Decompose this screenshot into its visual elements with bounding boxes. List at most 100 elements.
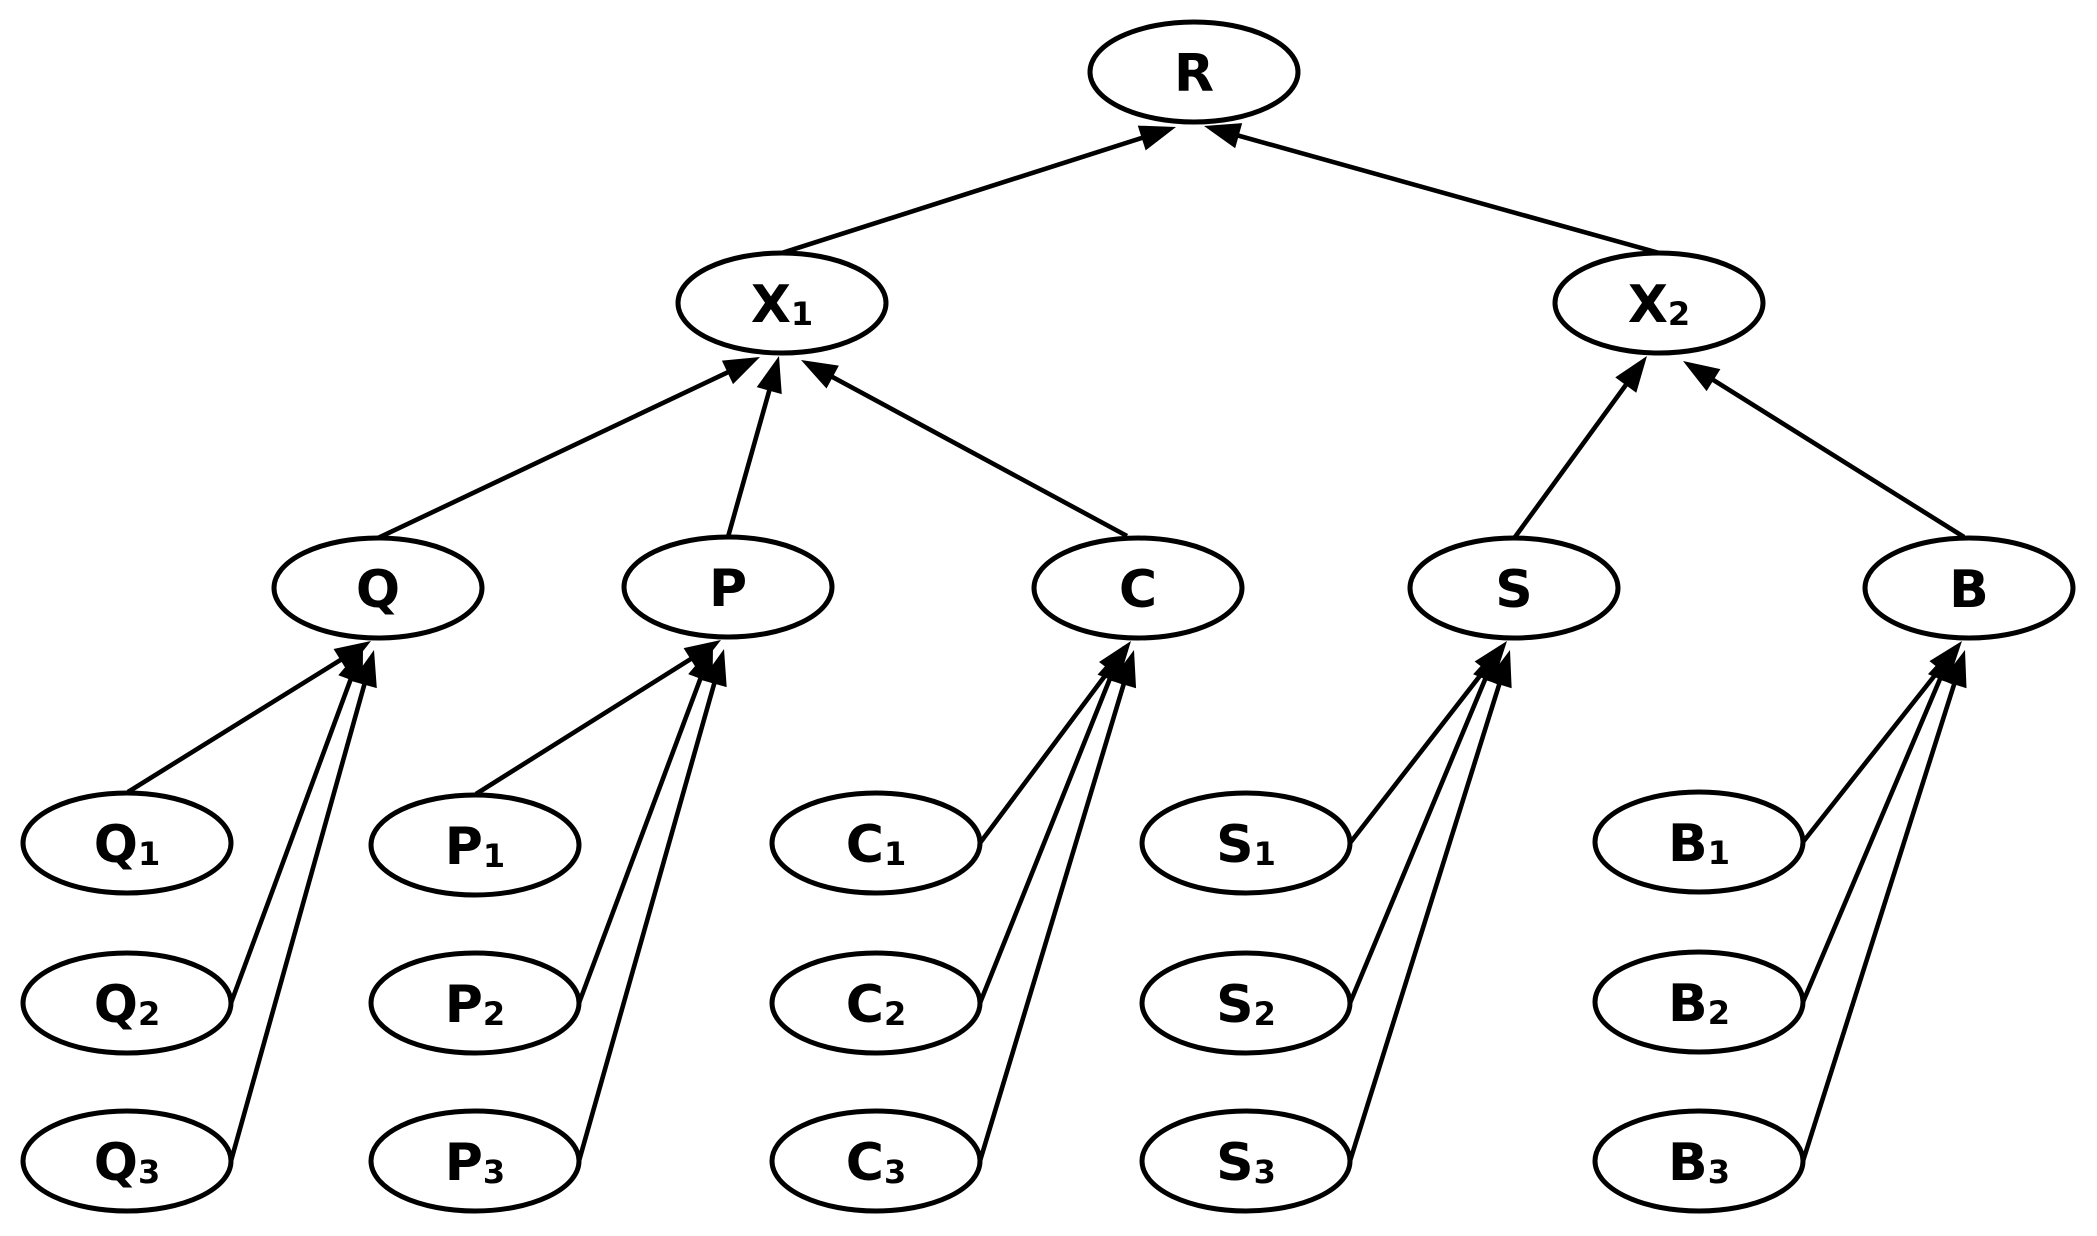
node-ellipse-Q [271, 535, 485, 641]
edge-line-S3-S [1347, 680, 1503, 1162]
node-ellipse-S3 [1139, 1108, 1353, 1214]
node-label-C1: C1 [846, 815, 906, 875]
node-ellipse-C3 [769, 1108, 983, 1214]
node-label-Q3: Q3 [94, 1133, 160, 1193]
node-label-C: C [1119, 560, 1157, 620]
arrowhead-icon [1683, 361, 1721, 392]
node-ellipse-P2 [368, 950, 582, 1056]
edge-X2-R [1204, 123, 1660, 256]
edge-line-X2-R [1235, 132, 1660, 256]
edge-line-C-X1 [828, 373, 1129, 539]
node-R: R [1087, 19, 1301, 125]
node-label-P3: P3 [445, 1133, 505, 1193]
node-label-C3: C3 [846, 1133, 906, 1193]
edge-line-C1-C [978, 666, 1114, 845]
edge-line-B2-B [1800, 675, 1944, 1003]
node-ellipse-C2 [769, 950, 983, 1056]
edge-S-X2 [1513, 356, 1647, 539]
edge-line-S-X2 [1513, 381, 1630, 539]
node-label-S3: S3 [1216, 1133, 1276, 1193]
node-ellipse-Q3 [20, 1108, 234, 1214]
node-Q1: Q1 [20, 790, 234, 896]
node-X2: X2 [1552, 250, 1766, 356]
node-C: C [1031, 535, 1245, 641]
edge-B-X2 [1683, 361, 1966, 539]
node-B1: B1 [1592, 789, 1806, 895]
node-label-B2: B2 [1668, 974, 1730, 1034]
node-label-R: R [1174, 44, 1214, 104]
arrowhead-icon [701, 649, 727, 688]
node-B: B [1862, 535, 2076, 641]
node-C2: C2 [769, 950, 983, 1056]
arrowhead-icon [351, 650, 377, 689]
node-ellipse-P [621, 534, 835, 640]
edge-line-C2-C [977, 675, 1113, 1004]
node-S3: S3 [1139, 1108, 1353, 1214]
arrowhead-icon [721, 357, 760, 385]
arrowhead-icon [1486, 650, 1512, 689]
node-ellipse-B3 [1592, 1108, 1806, 1214]
node-label-S: S [1495, 560, 1532, 620]
arrowhead-icon [756, 356, 782, 395]
node-ellipse-P1 [368, 792, 582, 898]
node-C1: C1 [769, 790, 983, 896]
edge-line-B-X2 [1709, 376, 1966, 539]
node-B2: B2 [1592, 949, 1806, 1055]
node-Q: Q [271, 535, 485, 641]
node-S1: S1 [1139, 790, 1353, 896]
edge-C3-C [977, 650, 1137, 1162]
node-P3: P3 [368, 1108, 582, 1214]
edge-X1-R [781, 125, 1176, 256]
edge-line-Q-X1 [377, 369, 732, 541]
node-label-C2: C2 [846, 975, 906, 1035]
edge-line-P1-P [474, 655, 695, 796]
arrowhead-icon [801, 360, 839, 389]
node-ellipse-X1 [675, 250, 889, 356]
node-label-P2: P2 [445, 975, 505, 1035]
node-P: P [621, 534, 835, 640]
node-label-Q1: Q1 [94, 815, 160, 875]
edge-line-B3-B [1800, 680, 1958, 1162]
node-ellipse-C1 [769, 790, 983, 896]
node-ellipse-B1 [1592, 789, 1806, 895]
node-ellipse-B [1862, 535, 2076, 641]
edge-C-X1 [801, 360, 1129, 539]
node-label-B: B [1949, 560, 1989, 620]
node-ellipse-R [1087, 19, 1301, 125]
edge-line-S1-S [1348, 665, 1489, 845]
edge-line-Q1-Q [126, 656, 345, 794]
node-ellipse-B2 [1592, 949, 1806, 1055]
node-S: S [1407, 535, 1621, 641]
node-P1: P1 [368, 792, 582, 898]
edge-line-P3-P [576, 680, 718, 1162]
edges-layer [126, 123, 1967, 1162]
node-ellipse-X2 [1552, 250, 1766, 356]
node-P2: P2 [368, 950, 582, 1056]
node-label-P1: P1 [445, 817, 505, 877]
arrowhead-icon [1615, 356, 1647, 393]
edge-S3-S [1347, 650, 1512, 1162]
node-X1: X1 [675, 250, 889, 356]
edge-P3-P [576, 649, 727, 1162]
edge-line-S2-S [1347, 675, 1489, 1004]
arrowhead-icon [1137, 125, 1176, 151]
edge-Q3-Q [228, 650, 377, 1162]
node-label-P: P [709, 559, 747, 619]
edge-line-P2-P [576, 675, 704, 1004]
node-ellipse-C [1031, 535, 1245, 641]
arrowhead-icon [1111, 650, 1137, 689]
node-ellipse-Q2 [20, 950, 234, 1056]
edge-line-X1-R [781, 134, 1146, 256]
edge-B3-B [1800, 650, 1967, 1162]
node-label-Q: Q [356, 560, 400, 620]
arrowhead-icon [1941, 650, 1967, 689]
edge-Q-X1 [377, 357, 760, 541]
arrowhead-icon [1204, 123, 1243, 149]
node-ellipse-S2 [1139, 950, 1353, 1056]
node-ellipse-S [1407, 535, 1621, 641]
node-ellipse-P3 [368, 1108, 582, 1214]
node-label-S1: S1 [1216, 815, 1276, 875]
node-Q3: Q3 [20, 1108, 234, 1214]
